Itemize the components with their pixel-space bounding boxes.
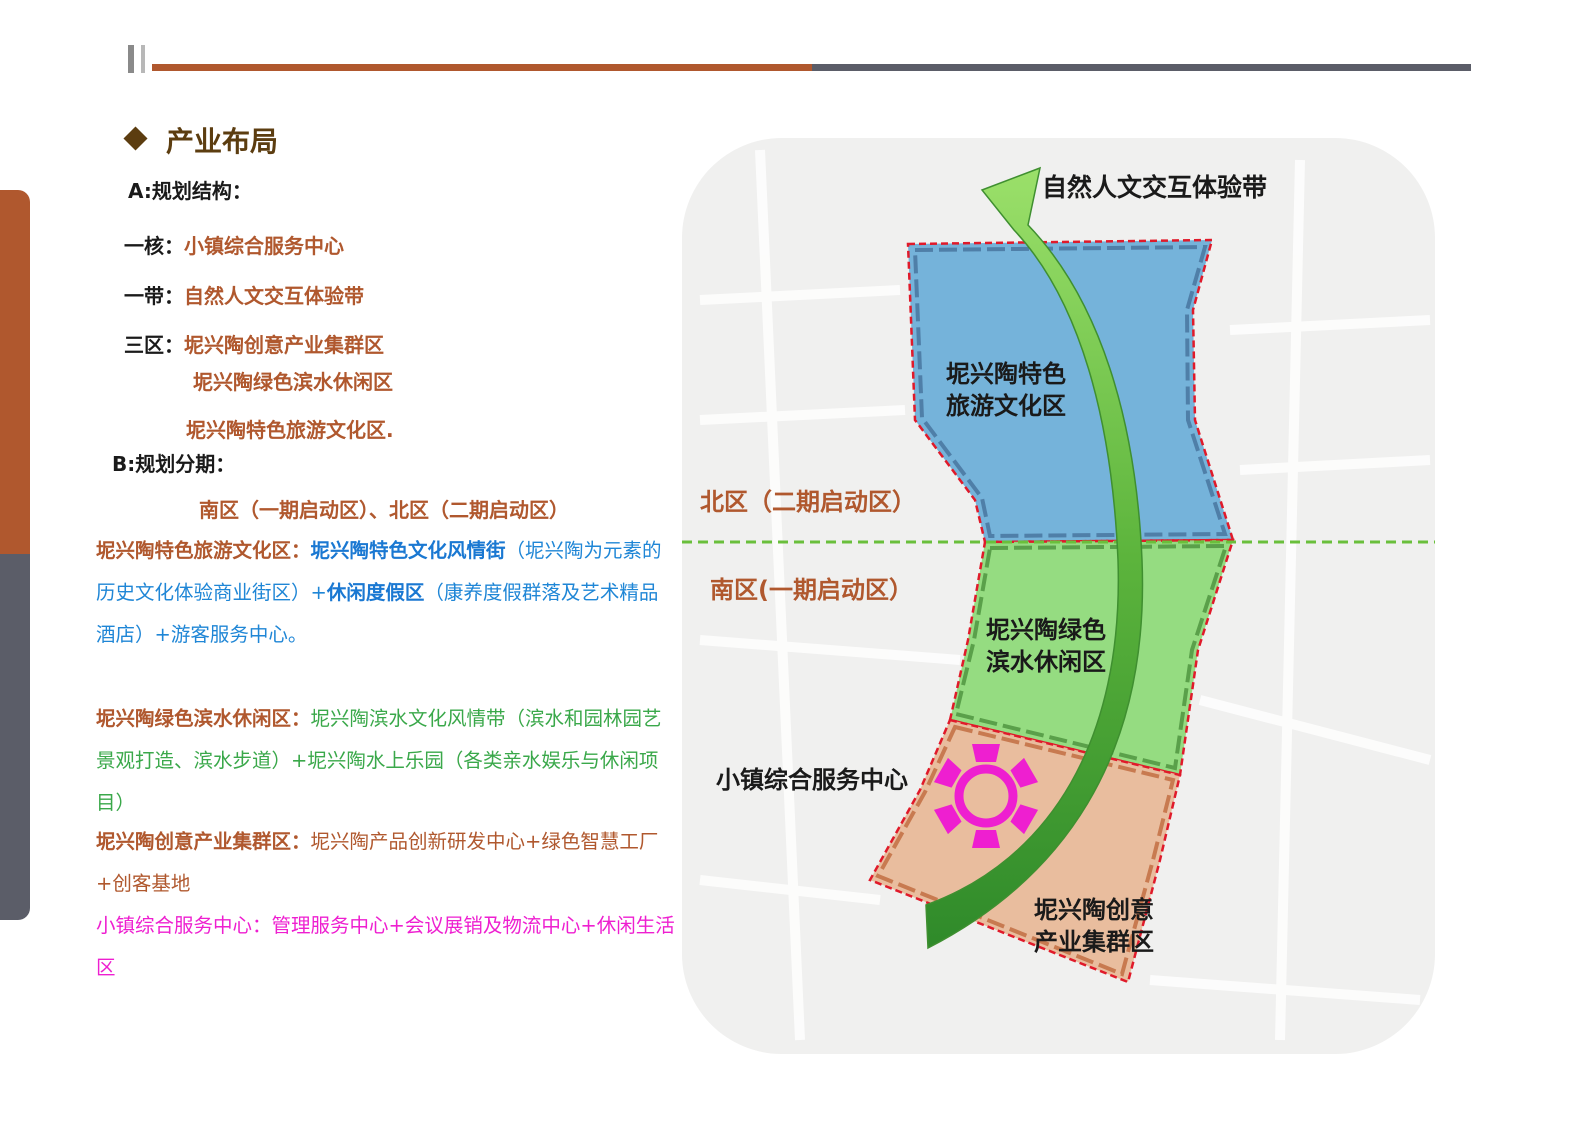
map-roads	[699, 149, 1432, 1041]
header-rule-slate	[812, 64, 1471, 71]
side-tab-brown	[0, 190, 30, 554]
tourism-text-1: （坭兴陶为元素的历史文化体验商业街区）+	[96, 539, 662, 604]
zone-water-label: 坭兴陶绿色 滨水休闲区	[986, 614, 1106, 678]
structure-label: A:规划结构：	[128, 179, 252, 203]
zone-creative-line-2: 产业集群区	[1034, 928, 1154, 956]
water-description: 坭兴陶绿色滨水休闲区：坭兴陶滨水文化风情带（滨水和园林园艺景观打造、滨水步道）+…	[96, 698, 676, 824]
service-center-icon	[933, 744, 1039, 848]
zone-tourism-line-1: 坭兴陶特色	[946, 360, 1066, 388]
belt-line: 一带：自然人文交互体验带	[124, 280, 364, 309]
zone-item-2: 坭兴陶绿色滨水休闲区	[193, 370, 393, 394]
zones-key: 三区：	[124, 333, 184, 357]
tourism-bold-1: 坭兴陶特色文化风情街	[310, 539, 506, 562]
tourism-bold-2: 休闲度假区	[326, 581, 425, 604]
phases-text: 南区（一期启动区）、北区（二期启动区）	[199, 498, 569, 522]
header-bar-mark-1	[128, 45, 134, 73]
zone-tourism-label: 坭兴陶特色 旅游文化区	[946, 358, 1066, 422]
header-bar-mark-2	[141, 45, 145, 73]
belt-arrow-icon	[925, 166, 1144, 950]
zone-item-3: 坭兴陶特色旅游文化区.	[186, 418, 394, 442]
side-tab-slate	[0, 554, 30, 920]
belt-label: 自然人文交互体验带	[1042, 173, 1268, 202]
zones-line: 三区：坭兴陶创意产业集群区	[124, 329, 384, 358]
south-phase-label: 南区(一期启动区）	[710, 576, 913, 604]
north-phase-label: 北区（二期启动区）	[700, 488, 916, 516]
belt-value: 自然人文交互体验带	[184, 284, 364, 308]
service-center-label: 小镇综合服务中心	[716, 766, 908, 794]
tourism-text-2: （康养度假群落及艺术精品酒店）+游客服务中心。	[96, 581, 659, 646]
water-text: 坭兴陶滨水文化风情带（滨水和园林园艺景观打造、滨水步道）+坭兴陶水上乐园（各类亲…	[96, 707, 662, 814]
creative-title: 坭兴陶创意产业集群区：	[96, 830, 311, 853]
tourism-title: 坭兴陶特色旅游文化区：	[96, 539, 311, 562]
page-title: 产业布局	[166, 125, 279, 158]
zone-tourism-area	[906, 238, 1235, 544]
zone-item-1: 坭兴陶创意产业集群区	[184, 333, 384, 357]
zone-creative-label: 坭兴陶创意 产业集群区	[1034, 894, 1154, 958]
service-text: 管理服务中心+会议展销及物流中心+休闲生活区	[96, 914, 675, 979]
core-value: 小镇综合服务中心	[184, 234, 344, 258]
belt-key: 一带：	[124, 284, 184, 308]
zone-tourism-line-2: 旅游文化区	[946, 392, 1066, 420]
zone-creative-line-1: 坭兴陶创意	[1034, 896, 1154, 924]
core-line: 一核：小镇综合服务中心	[124, 230, 344, 259]
header-rule-brown	[152, 64, 812, 71]
tourism-description: 坭兴陶特色旅游文化区：坭兴陶特色文化风情街（坭兴陶为元素的历史文化体验商业街区）…	[96, 530, 676, 656]
core-key: 一核：	[124, 234, 184, 258]
creative-description: 坭兴陶创意产业集群区：坭兴陶产品创新研发中心+绿色智慧工厂+创客基地	[96, 821, 676, 905]
water-title: 坭兴陶绿色滨水休闲区：	[96, 707, 311, 730]
service-description: 小镇综合服务中心：管理服务中心+会议展销及物流中心+休闲生活区	[96, 905, 676, 989]
zone-water-line-1: 坭兴陶绿色	[986, 616, 1106, 644]
service-title: 小镇综合服务中心：	[96, 914, 272, 937]
zone-water-line-2: 滨水休闲区	[986, 648, 1106, 676]
creative-text: 坭兴陶产品创新研发中心+绿色智慧工厂+创客基地	[96, 830, 659, 895]
phases-label: B:规划分期：	[112, 452, 236, 476]
